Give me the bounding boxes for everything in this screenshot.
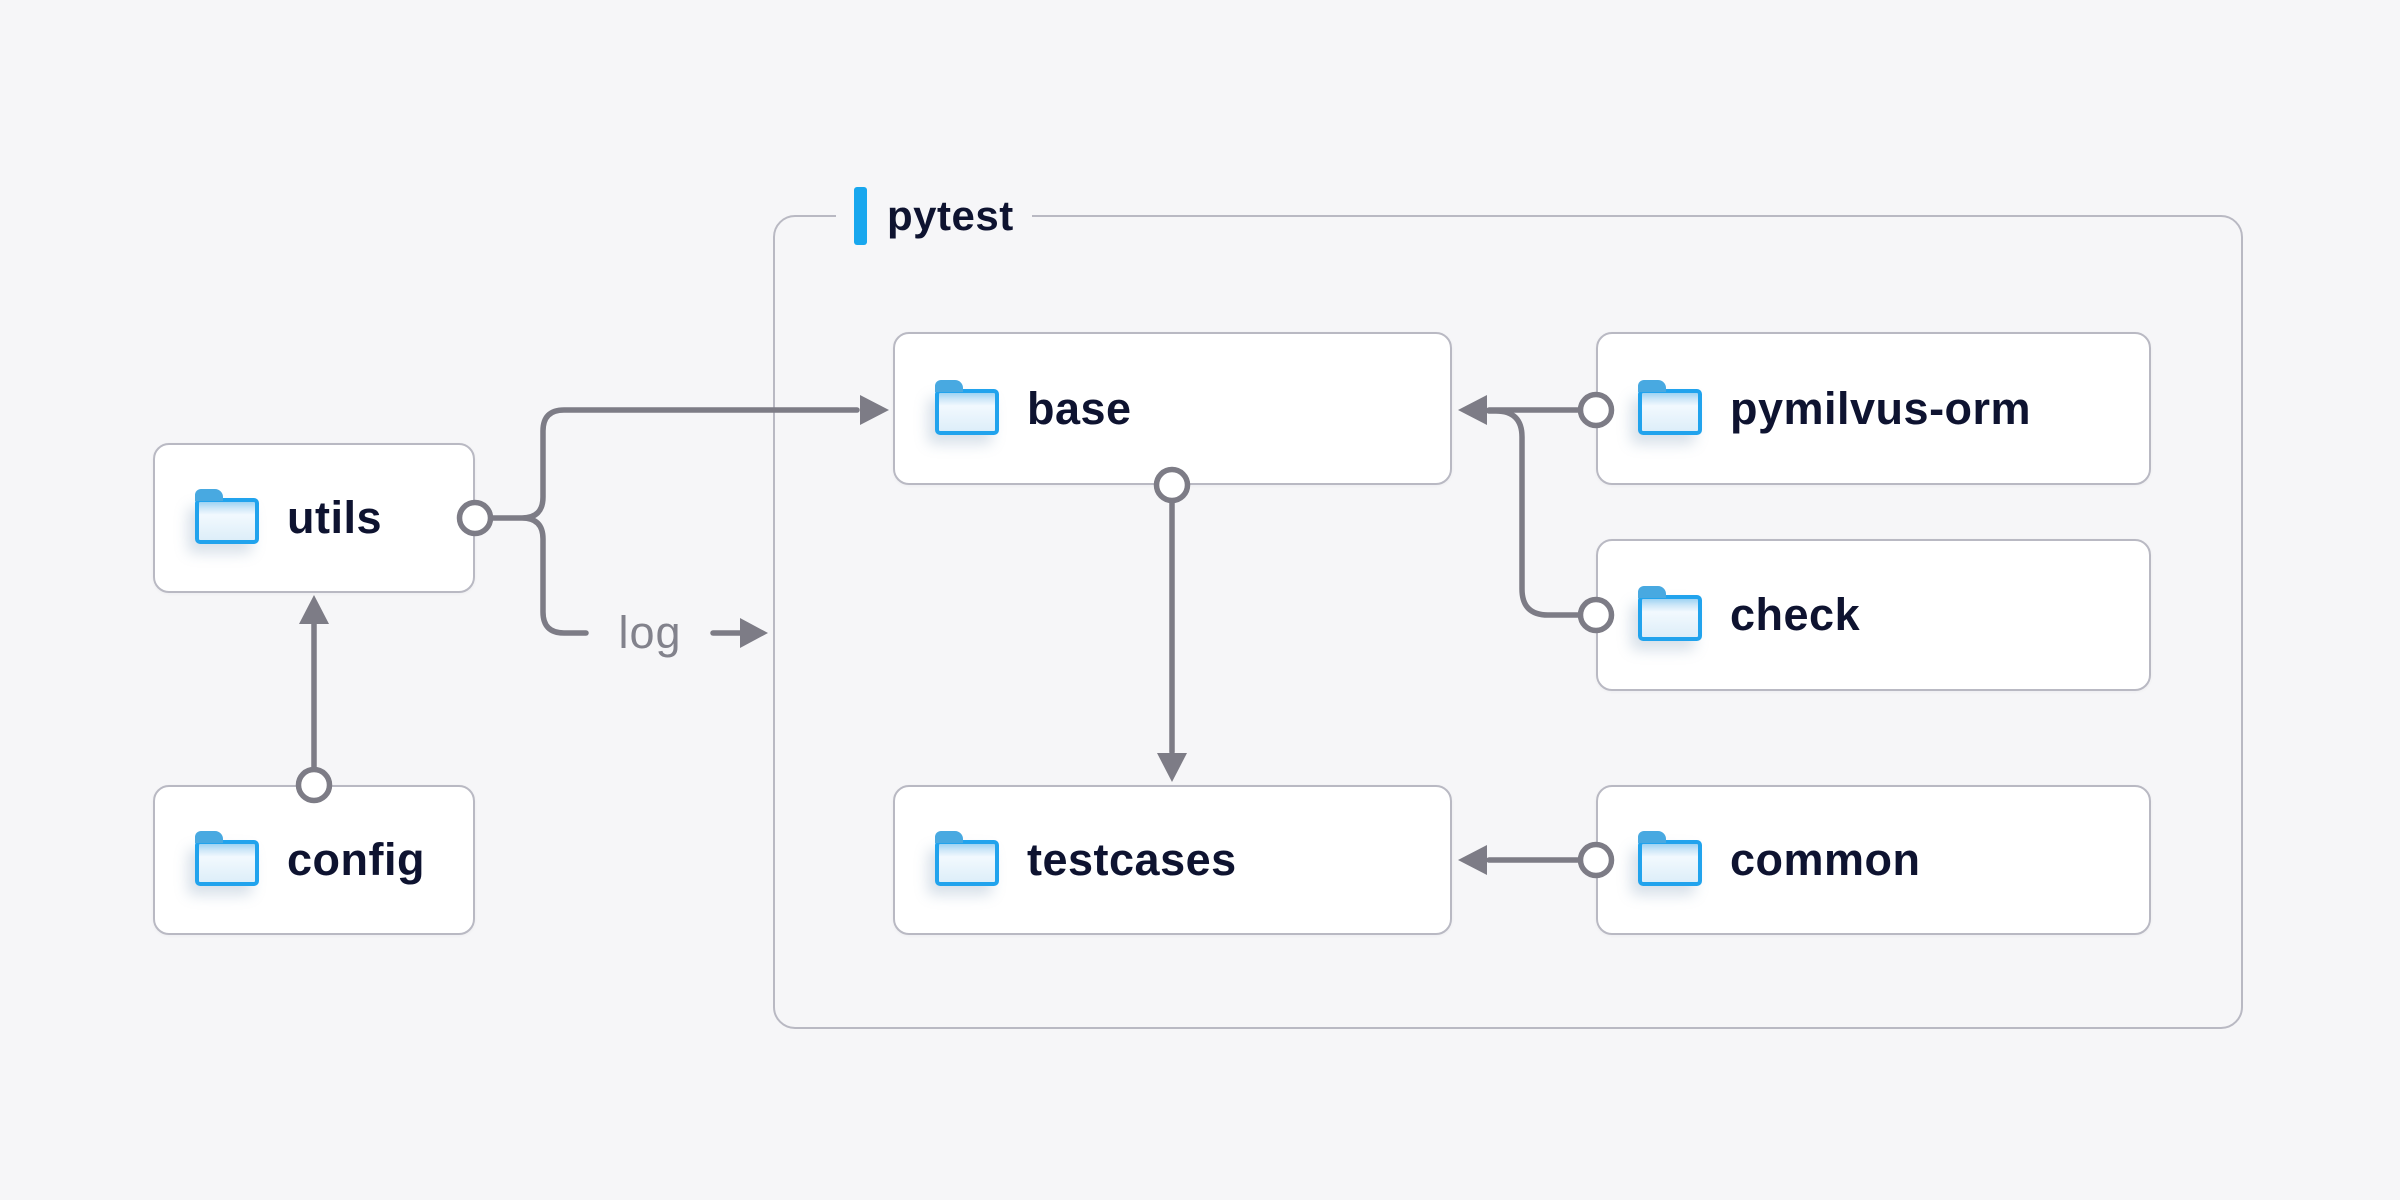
folder-icon xyxy=(935,831,999,886)
node-base[interactable]: base xyxy=(893,332,1452,485)
pytest-group-title: pytest xyxy=(887,192,1014,239)
node-utils[interactable]: utils xyxy=(153,443,475,593)
arrowhead-log xyxy=(740,618,768,648)
node-pymilvus-orm-label: pymilvus-orm xyxy=(1730,382,2032,434)
pytest-group-label: pytest xyxy=(836,185,1032,247)
folder-icon xyxy=(1638,379,1702,435)
node-common[interactable]: common xyxy=(1596,785,2151,935)
node-config-label: config xyxy=(287,834,425,885)
folder-icon xyxy=(1638,586,1702,641)
log-edge-label: log xyxy=(618,607,682,658)
accent-bar-icon xyxy=(854,187,867,245)
node-check[interactable]: check xyxy=(1596,539,2151,691)
node-pymilvus-orm[interactable]: pymilvus-orm xyxy=(1596,332,2151,485)
folder-icon xyxy=(1638,831,1702,886)
folder-icon xyxy=(195,489,259,544)
node-common-label: common xyxy=(1730,834,1921,885)
arrowhead-up-utils xyxy=(299,595,329,624)
node-testcases-label: testcases xyxy=(1027,834,1237,885)
folder-icon xyxy=(195,831,259,886)
node-check-label: check xyxy=(1730,589,1861,640)
folder-icon xyxy=(935,379,999,435)
node-utils-label: utils xyxy=(287,492,383,543)
node-testcases[interactable]: testcases xyxy=(893,785,1452,935)
node-base-label: base xyxy=(1027,382,1132,434)
node-config[interactable]: config xyxy=(153,785,475,935)
